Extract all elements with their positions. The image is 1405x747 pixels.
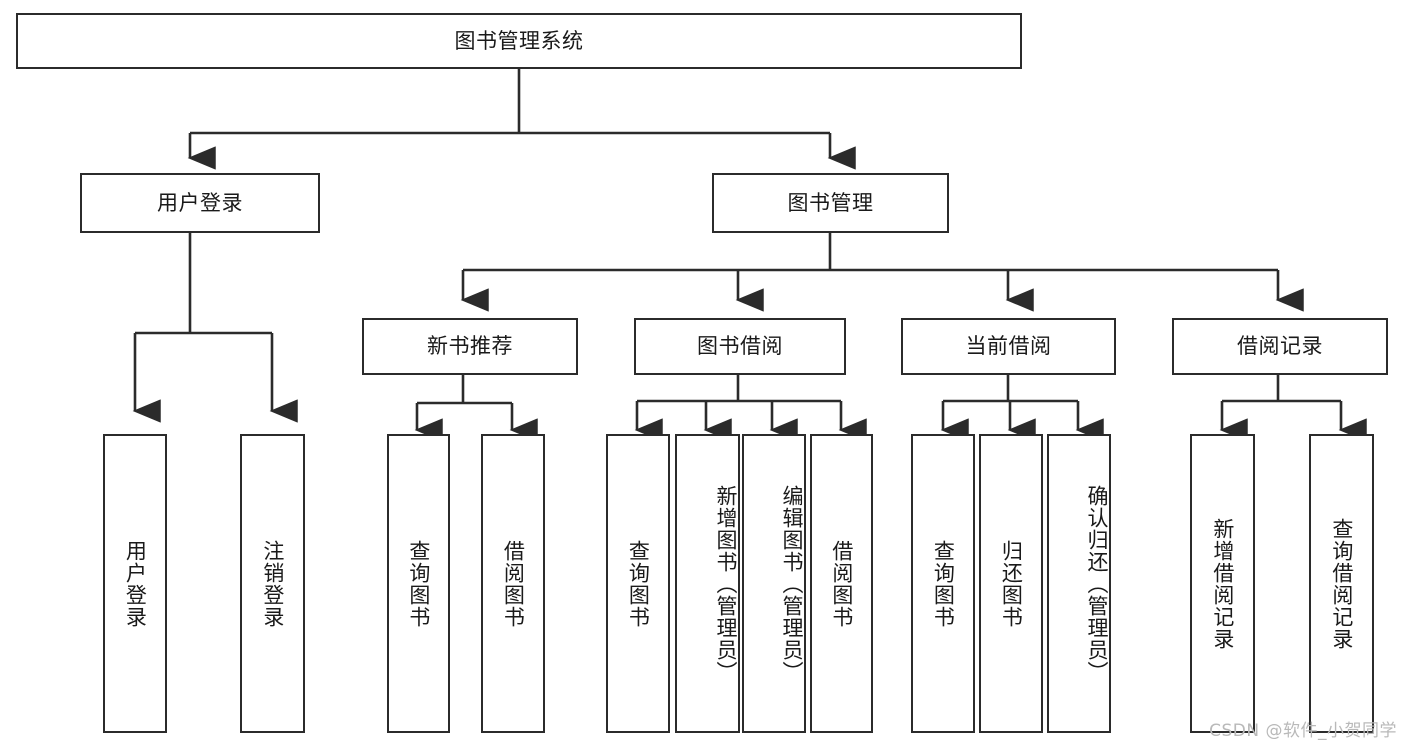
node-leaf-confirm-return[interactable]: 确认归还（管理员） xyxy=(1047,434,1111,733)
node-label: 借阅图书 xyxy=(501,539,526,628)
node-label: 图书管理系统 xyxy=(454,28,584,53)
node-label: 借阅记录 xyxy=(1237,334,1323,359)
node-leaf-add-record[interactable]: 新增借阅记录 xyxy=(1190,434,1255,733)
node-user-login[interactable]: 用户登录 xyxy=(80,173,320,233)
node-leaf-return-book[interactable]: 归还图书 xyxy=(979,434,1043,733)
node-leaf-edit-book[interactable]: 编辑图书（管理员） xyxy=(742,434,806,733)
node-label: 查询图书 xyxy=(931,539,956,628)
node-book-management[interactable]: 图书管理 xyxy=(712,173,949,233)
node-label: 查询图书 xyxy=(626,539,651,628)
node-leaf-borrow-book-2[interactable]: 借阅图书 xyxy=(810,434,873,733)
node-leaf-user-login[interactable]: 用户登录 xyxy=(103,434,167,733)
node-label: 当前借阅 xyxy=(965,334,1052,359)
node-label: 图书管理 xyxy=(787,190,874,215)
node-label: 借阅图书 xyxy=(829,539,854,628)
node-leaf-query-book-1[interactable]: 查询图书 xyxy=(387,434,450,733)
node-leaf-query-book-2[interactable]: 查询图书 xyxy=(606,434,670,733)
node-label: 查询图书 xyxy=(406,539,431,628)
node-label: 新增借阅记录 xyxy=(1210,517,1235,650)
node-book-borrow[interactable]: 图书借阅 xyxy=(634,318,846,375)
node-root-book-management-system[interactable]: 图书管理系统 xyxy=(16,13,1022,69)
node-label: 用户登录 xyxy=(123,539,148,628)
csdn-watermark: CSDN @软件_小贺同学 xyxy=(1209,721,1397,741)
node-label: 新书推荐 xyxy=(427,334,513,359)
node-leaf-query-book-3[interactable]: 查询图书 xyxy=(911,434,975,733)
node-label: 查询借阅记录 xyxy=(1329,517,1354,650)
node-borrow-record[interactable]: 借阅记录 xyxy=(1172,318,1388,375)
node-label: 编辑图书（管理员） xyxy=(780,484,804,683)
node-new-book-recommend[interactable]: 新书推荐 xyxy=(362,318,578,375)
node-label: 归还图书 xyxy=(999,539,1024,628)
node-label: 新增图书（管理员） xyxy=(714,484,738,683)
node-leaf-logout[interactable]: 注销登录 xyxy=(240,434,305,733)
node-leaf-borrow-book-1[interactable]: 借阅图书 xyxy=(481,434,545,733)
node-leaf-add-book[interactable]: 新增图书（管理员） xyxy=(675,434,740,733)
node-leaf-query-record[interactable]: 查询借阅记录 xyxy=(1309,434,1374,733)
node-current-borrow[interactable]: 当前借阅 xyxy=(901,318,1116,375)
node-label: 注销登录 xyxy=(260,539,285,628)
node-label: 图书借阅 xyxy=(697,334,783,359)
node-label: 用户登录 xyxy=(157,190,243,215)
node-label: 确认归还（管理员） xyxy=(1085,484,1109,683)
